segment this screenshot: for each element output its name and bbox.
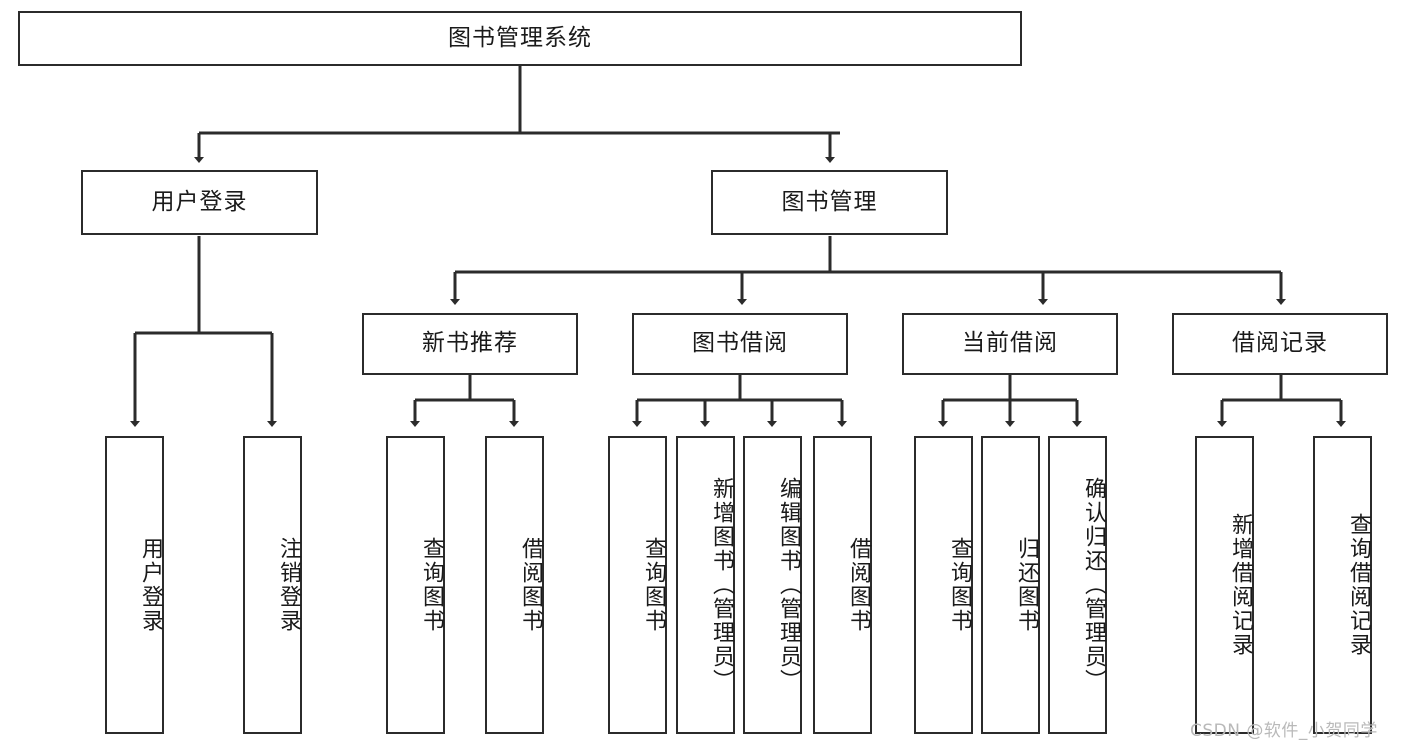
node-book-borrow[interactable]: 图书借阅 — [632, 313, 848, 375]
leaf-current-confirm-return-admin[interactable]: 确认归还（管理员） — [1048, 436, 1107, 734]
node-root-label: 图书管理系统 — [448, 24, 592, 51]
node-new-book-recommend-label: 新书推荐 — [422, 330, 518, 357]
leaf-user-login-login[interactable]: 用户登录 — [105, 436, 164, 734]
leaf-record-add-record[interactable]: 新增借阅记录 — [1195, 436, 1254, 734]
node-root[interactable]: 图书管理系统 — [18, 11, 1022, 66]
leaf-label: 用户登录 — [138, 537, 163, 633]
leaf-borrow-add-book-admin[interactable]: 新增图书（管理员） — [676, 436, 735, 734]
watermark: CSDN @软件_小贺同学 — [1190, 721, 1378, 741]
leaf-borrow-query-book[interactable]: 查询图书 — [608, 436, 667, 734]
leaf-label: 借阅图书 — [518, 537, 543, 633]
leaf-current-return-book[interactable]: 归还图书 — [981, 436, 1040, 734]
leaf-borrow-borrow-book[interactable]: 借阅图书 — [813, 436, 872, 734]
node-new-book-recommend[interactable]: 新书推荐 — [362, 313, 578, 375]
leaf-new-book-query[interactable]: 查询图书 — [386, 436, 445, 734]
leaf-label: 查询图书 — [641, 537, 666, 633]
leaf-label: 查询图书 — [419, 537, 444, 633]
leaf-label: 确认归还（管理员） — [1081, 477, 1106, 693]
node-book-management-label: 图书管理 — [781, 188, 878, 215]
leaf-current-query-book[interactable]: 查询图书 — [914, 436, 973, 734]
leaf-label: 查询图书 — [947, 537, 972, 633]
node-user-login-label: 用户登录 — [151, 188, 248, 215]
leaf-record-query-record[interactable]: 查询借阅记录 — [1313, 436, 1372, 734]
leaf-label: 编辑图书（管理员） — [776, 477, 801, 693]
node-user-login[interactable]: 用户登录 — [81, 170, 318, 235]
leaf-label: 借阅图书 — [846, 537, 871, 633]
leaf-label: 归还图书 — [1014, 537, 1039, 633]
leaf-new-book-borrow[interactable]: 借阅图书 — [485, 436, 544, 734]
leaf-label: 查询借阅记录 — [1346, 513, 1371, 657]
node-borrow-record-label: 借阅记录 — [1232, 330, 1328, 357]
node-borrow-record[interactable]: 借阅记录 — [1172, 313, 1388, 375]
node-book-management[interactable]: 图书管理 — [711, 170, 948, 235]
leaf-borrow-edit-book-admin[interactable]: 编辑图书（管理员） — [743, 436, 802, 734]
node-current-borrow[interactable]: 当前借阅 — [902, 313, 1118, 375]
leaf-label: 新增借阅记录 — [1228, 513, 1253, 657]
leaf-label: 注销登录 — [276, 537, 301, 633]
leaf-user-login-logout[interactable]: 注销登录 — [243, 436, 302, 734]
leaf-label: 新增图书（管理员） — [709, 477, 734, 693]
node-book-borrow-label: 图书借阅 — [692, 330, 788, 357]
node-current-borrow-label: 当前借阅 — [962, 330, 1058, 357]
